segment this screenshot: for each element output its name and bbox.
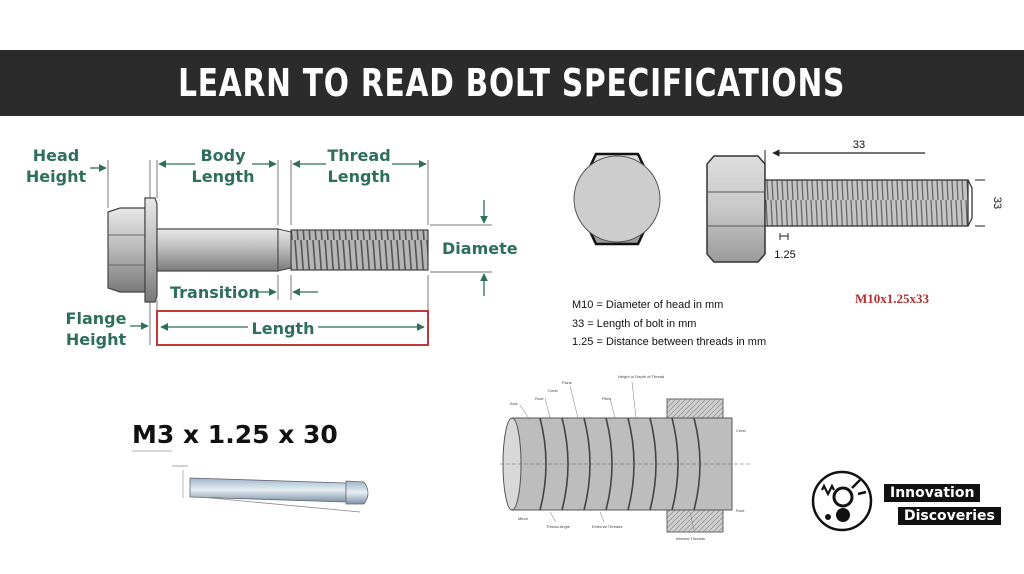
diameter-value: 33: [991, 197, 1003, 209]
body-length-label-line1: Body: [200, 146, 246, 165]
flange-height-label-line1: Flange: [66, 309, 127, 328]
m3-screw-diagram: M3 x 1.25 x 30: [132, 420, 369, 513]
title-banner: LEARN TO READ BOLT SPECIFICATIONS: [0, 50, 1024, 116]
hex-head-top-view: [573, 152, 661, 246]
thread-label-crest-right: Crest: [736, 428, 746, 433]
screw-spec-label: M3 x 1.25 x 30: [132, 420, 338, 449]
thread-label-angle: Thread Angle: [546, 524, 571, 529]
thread-label-external: External Threads: [592, 524, 622, 529]
spec-note-3: 1.25 = Distance between threads in mm: [572, 336, 766, 348]
innovation-discoveries-logo-mark: [811, 470, 873, 532]
logo-text-discoveries: Discoveries: [898, 507, 1001, 525]
thread-label-minor: Minor: [518, 516, 529, 521]
length-value: 33: [853, 139, 865, 151]
thread-label-axis: Axis: [510, 401, 518, 406]
thread-length-label-line1: Thread: [327, 146, 390, 165]
thread-cross-section-diagram: Axis Root Crest Flank Pitch Height or De…: [500, 374, 750, 541]
head-height-label-line2: Height: [26, 167, 87, 186]
thread-label-root-right: Root: [736, 508, 745, 513]
screw-head: [345, 480, 369, 505]
logo-text-innovation: Innovation: [884, 484, 981, 502]
flange-bolt-diagram: Head Height Body Length Thread Length Di…: [26, 146, 518, 349]
transition-label: Transition: [170, 283, 260, 302]
page-title: LEARN TO READ BOLT SPECIFICATIONS: [178, 61, 846, 105]
thread-length-label-line2: Length: [328, 167, 391, 186]
thread-label-height: Height or Depth of Thread: [618, 374, 664, 379]
diameter-label: Diamete: [442, 239, 518, 258]
body-length-label-line2: Length: [192, 167, 255, 186]
thread-label-root: Root: [535, 396, 544, 401]
spec-note-2: 33 = Length of bolt in mm: [572, 318, 696, 330]
thread-label-internal: Internal Threads: [676, 536, 705, 541]
length-label: Length: [252, 319, 315, 338]
hex-bolt-side-view: 33 33 1.25 M10x1.25x33 M10 = Diameter of…: [572, 139, 1003, 348]
length-highlight-box: [156, 310, 429, 346]
thread-label-flank: Flank: [562, 380, 572, 385]
flange-height-label-line2: Height: [66, 330, 127, 349]
pitch-value: 1.25: [774, 249, 795, 261]
thread-label-pitch: Pitch: [602, 396, 611, 401]
bolt-spec-label: M10x1.25x33: [855, 291, 930, 306]
spec-note-1: M10 = Diameter of head in mm: [572, 299, 723, 311]
head-height-label-line1: Head: [33, 146, 80, 165]
thread-label-crest: Crest: [548, 388, 558, 393]
flange-bolt-shape: [107, 197, 429, 303]
